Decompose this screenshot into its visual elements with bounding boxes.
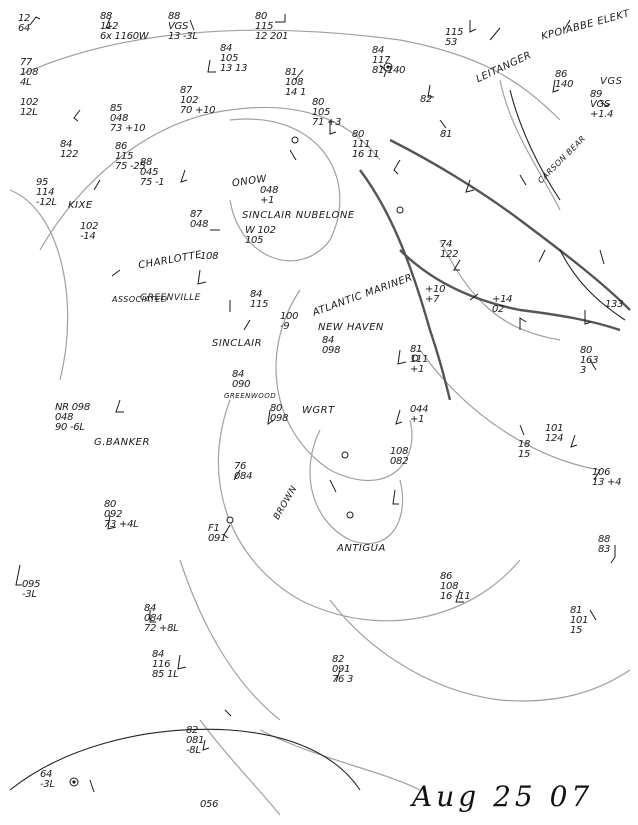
isobar-ink — [509, 89, 561, 201]
place-label: SINCLAIR NUBELONE — [242, 210, 355, 221]
isobar — [499, 79, 561, 211]
station-obs: +10+7 — [425, 284, 446, 305]
isobar — [275, 289, 413, 482]
place-label: KIXE — [68, 200, 93, 211]
place-label: WGRT — [302, 405, 335, 416]
front-line — [399, 249, 621, 332]
isobar-ink — [559, 249, 626, 321]
isobar — [329, 599, 631, 702]
isobar — [309, 429, 404, 545]
front-line — [359, 169, 452, 401]
place-label: GREENVILLE — [140, 293, 201, 303]
isobar — [9, 189, 69, 381]
station-obs: 095-3L — [22, 579, 41, 600]
place-label: ASSOCIATED — [112, 295, 168, 304]
isobar-ink — [9, 728, 361, 791]
date-annotation: Aug 25 07 — [412, 780, 594, 813]
place-label: G.BANKER — [94, 437, 150, 448]
place-label: GREENWOOD — [224, 392, 277, 400]
isobar — [19, 29, 561, 121]
station-obs: 108 — [200, 251, 219, 262]
station-obs: 102-14 — [80, 221, 99, 242]
isobar — [217, 399, 521, 622]
place-label: ANTIGUA — [337, 543, 386, 554]
station-obs: 133 — [605, 299, 624, 310]
station-obs: 64-3L — [40, 769, 55, 790]
station-obs: 048+1 — [260, 185, 279, 206]
front-line — [389, 138, 631, 311]
station-obs: 100-9 — [280, 311, 299, 332]
station-obs: 82 — [420, 94, 433, 105]
station-obs: 056 — [200, 799, 219, 810]
isobar — [199, 719, 281, 816]
isobar — [259, 729, 421, 791]
isobar — [439, 239, 561, 341]
isobar — [229, 118, 341, 262]
station-obs: 044+1 — [410, 404, 429, 425]
isobar — [39, 106, 381, 251]
isobar — [419, 349, 601, 471]
place-label: VGS — [600, 76, 623, 87]
station-obs: 81 — [440, 129, 453, 140]
isobar — [179, 559, 281, 721]
place-label: NEW HAVEN — [318, 322, 384, 333]
place-label: SINCLAIR — [212, 338, 263, 349]
